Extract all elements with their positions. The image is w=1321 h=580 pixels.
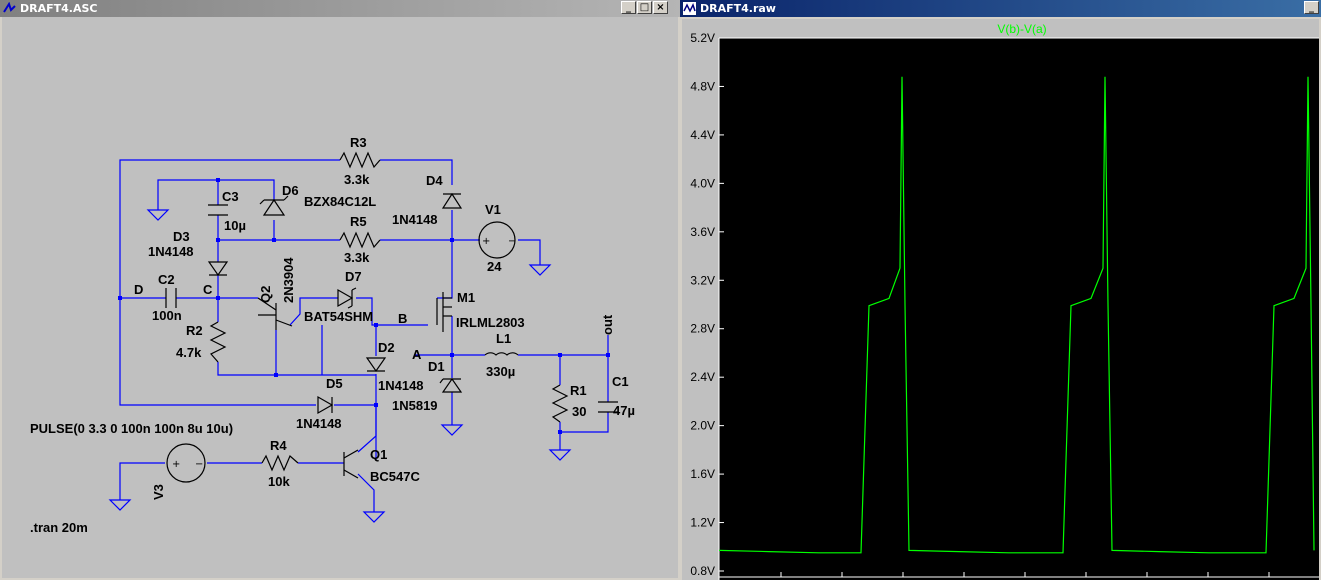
spice-directive[interactable]: .tran 20m: [30, 520, 88, 535]
waveform-titlebar[interactable]: DRAFT4.raw _: [680, 0, 1321, 17]
label-M1-value: IRLML2803: [456, 315, 525, 330]
schematic-titlebar[interactable]: DRAFT4.ASC _ □ ×: [0, 0, 680, 17]
net-C: C: [203, 282, 213, 297]
maximize-button[interactable]: □: [637, 1, 652, 14]
label-R5-value: 3.3k: [344, 250, 370, 265]
waveform-pane[interactable]: 5.2V 4.8V 4.4V 4.0V 3.6V 3.2V 2.8V 2.4V 2.0V 1.6V…: [682, 19, 1319, 580]
label-D3-name: D3: [173, 229, 190, 244]
close-button[interactable]: ×: [653, 1, 668, 14]
label-Q1-name: Q1: [370, 447, 387, 462]
y-tick-label: 1.6V: [690, 467, 715, 481]
label-D6-name: D6: [282, 183, 299, 198]
label-R3-name: R3: [350, 135, 367, 150]
label-D2-value: 1N4148: [378, 378, 424, 393]
y-tick-label: 5.2V: [690, 31, 715, 45]
y-tick-label: 4.8V: [690, 79, 715, 93]
net-D: D: [134, 282, 143, 297]
schematic-window: DRAFT4.ASC _ □ ×: [0, 0, 680, 580]
label-D4-value: 1N4148: [392, 212, 438, 227]
plot-area[interactable]: [719, 38, 1319, 580]
label-D4-name: D4: [426, 173, 443, 188]
svg-text:+: +: [482, 236, 490, 247]
label-D7-value: BAT54SHM: [304, 309, 373, 324]
label-R4-name: R4: [270, 438, 287, 453]
label-Q1-value: BC547C: [370, 469, 420, 484]
trace-label[interactable]: V(b)-V(a): [997, 22, 1046, 36]
label-V1-value: 24: [487, 259, 502, 274]
minimize-button[interactable]: _: [621, 1, 636, 14]
y-tick-label: 4.4V: [690, 128, 715, 142]
label-D5-name: D5: [326, 376, 343, 391]
label-D5-value: 1N4148: [296, 416, 342, 431]
label-D6-value: BZX84C12L: [304, 194, 376, 209]
label-C2-value: 100n: [152, 308, 182, 323]
label-D1-name: D1: [428, 359, 445, 374]
y-tick-label: 3.6V: [690, 225, 715, 239]
label-V3-value: PULSE(0 3.3 0 100n 100n 8u 10u): [30, 421, 233, 436]
label-Q2-value: 2N3904: [281, 257, 296, 303]
waveform-minimize-button[interactable]: _: [1304, 1, 1319, 14]
label-V3-name: V3: [151, 484, 166, 500]
trace-line: [718, 76, 1315, 554]
label-R2-value: 4.7k: [176, 345, 202, 360]
label-C1-value: 47µ: [613, 403, 635, 418]
svg-text:−: −: [195, 459, 203, 470]
y-tick-label: 4.0V: [690, 176, 715, 190]
label-Q2-name: Q2: [258, 286, 273, 303]
label-L1-value: 330µ: [486, 364, 515, 379]
y-tick-label: 0.8V: [690, 564, 715, 578]
y-tick-label: 2.4V: [690, 370, 715, 384]
waveform-window: DRAFT4.raw _ 5.2V 4.8V 4.4V 4.0V 3.6V 3.2V 2.8…: [680, 0, 1321, 580]
label-R3-value: 3.3k: [344, 172, 370, 187]
label-D1-value: 1N5819: [392, 398, 438, 413]
waveform-icon: [683, 2, 696, 15]
net-B: B: [398, 311, 407, 326]
label-R1-name: R1: [570, 383, 587, 398]
label-R5-name: R5: [350, 214, 367, 229]
label-D7-name: D7: [345, 269, 362, 284]
y-tick-label: 1.2V: [690, 516, 715, 530]
label-V1-name: V1: [485, 202, 501, 217]
ltspice-schematic-icon: [3, 2, 16, 13]
y-tick-label: 2.0V: [690, 419, 715, 433]
svg-text:+: +: [172, 459, 180, 470]
net-out: out: [600, 314, 615, 335]
svg-text:−: −: [508, 236, 516, 247]
y-tick-label: 2.8V: [690, 322, 715, 336]
label-L1-name: L1: [496, 331, 511, 346]
label-C1-name: C1: [612, 374, 629, 389]
schematic-canvas[interactable]: + − + − V3: [2, 17, 678, 578]
schematic-title: DRAFT4.ASC: [20, 2, 98, 15]
label-R2-name: R2: [186, 323, 203, 338]
label-M1-name: M1: [457, 290, 475, 305]
label-R4-value: 10k: [268, 474, 290, 489]
label-C3-value: 10µ: [224, 218, 246, 233]
label-D2-name: D2: [378, 340, 395, 355]
label-R1-value: 30: [572, 404, 586, 419]
y-tick-label: 3.2V: [690, 273, 715, 287]
label-D3-value: 1N4148: [148, 244, 194, 259]
label-C2-name: C2: [158, 272, 175, 287]
waveform-title: DRAFT4.raw: [700, 2, 776, 15]
label-C3-name: C3: [222, 189, 239, 204]
waveform-plot[interactable]: 5.2V 4.8V 4.4V 4.0V 3.6V 3.2V 2.8V 2.4V 2.0V 1.6V…: [682, 19, 1319, 580]
net-A: A: [412, 347, 422, 362]
